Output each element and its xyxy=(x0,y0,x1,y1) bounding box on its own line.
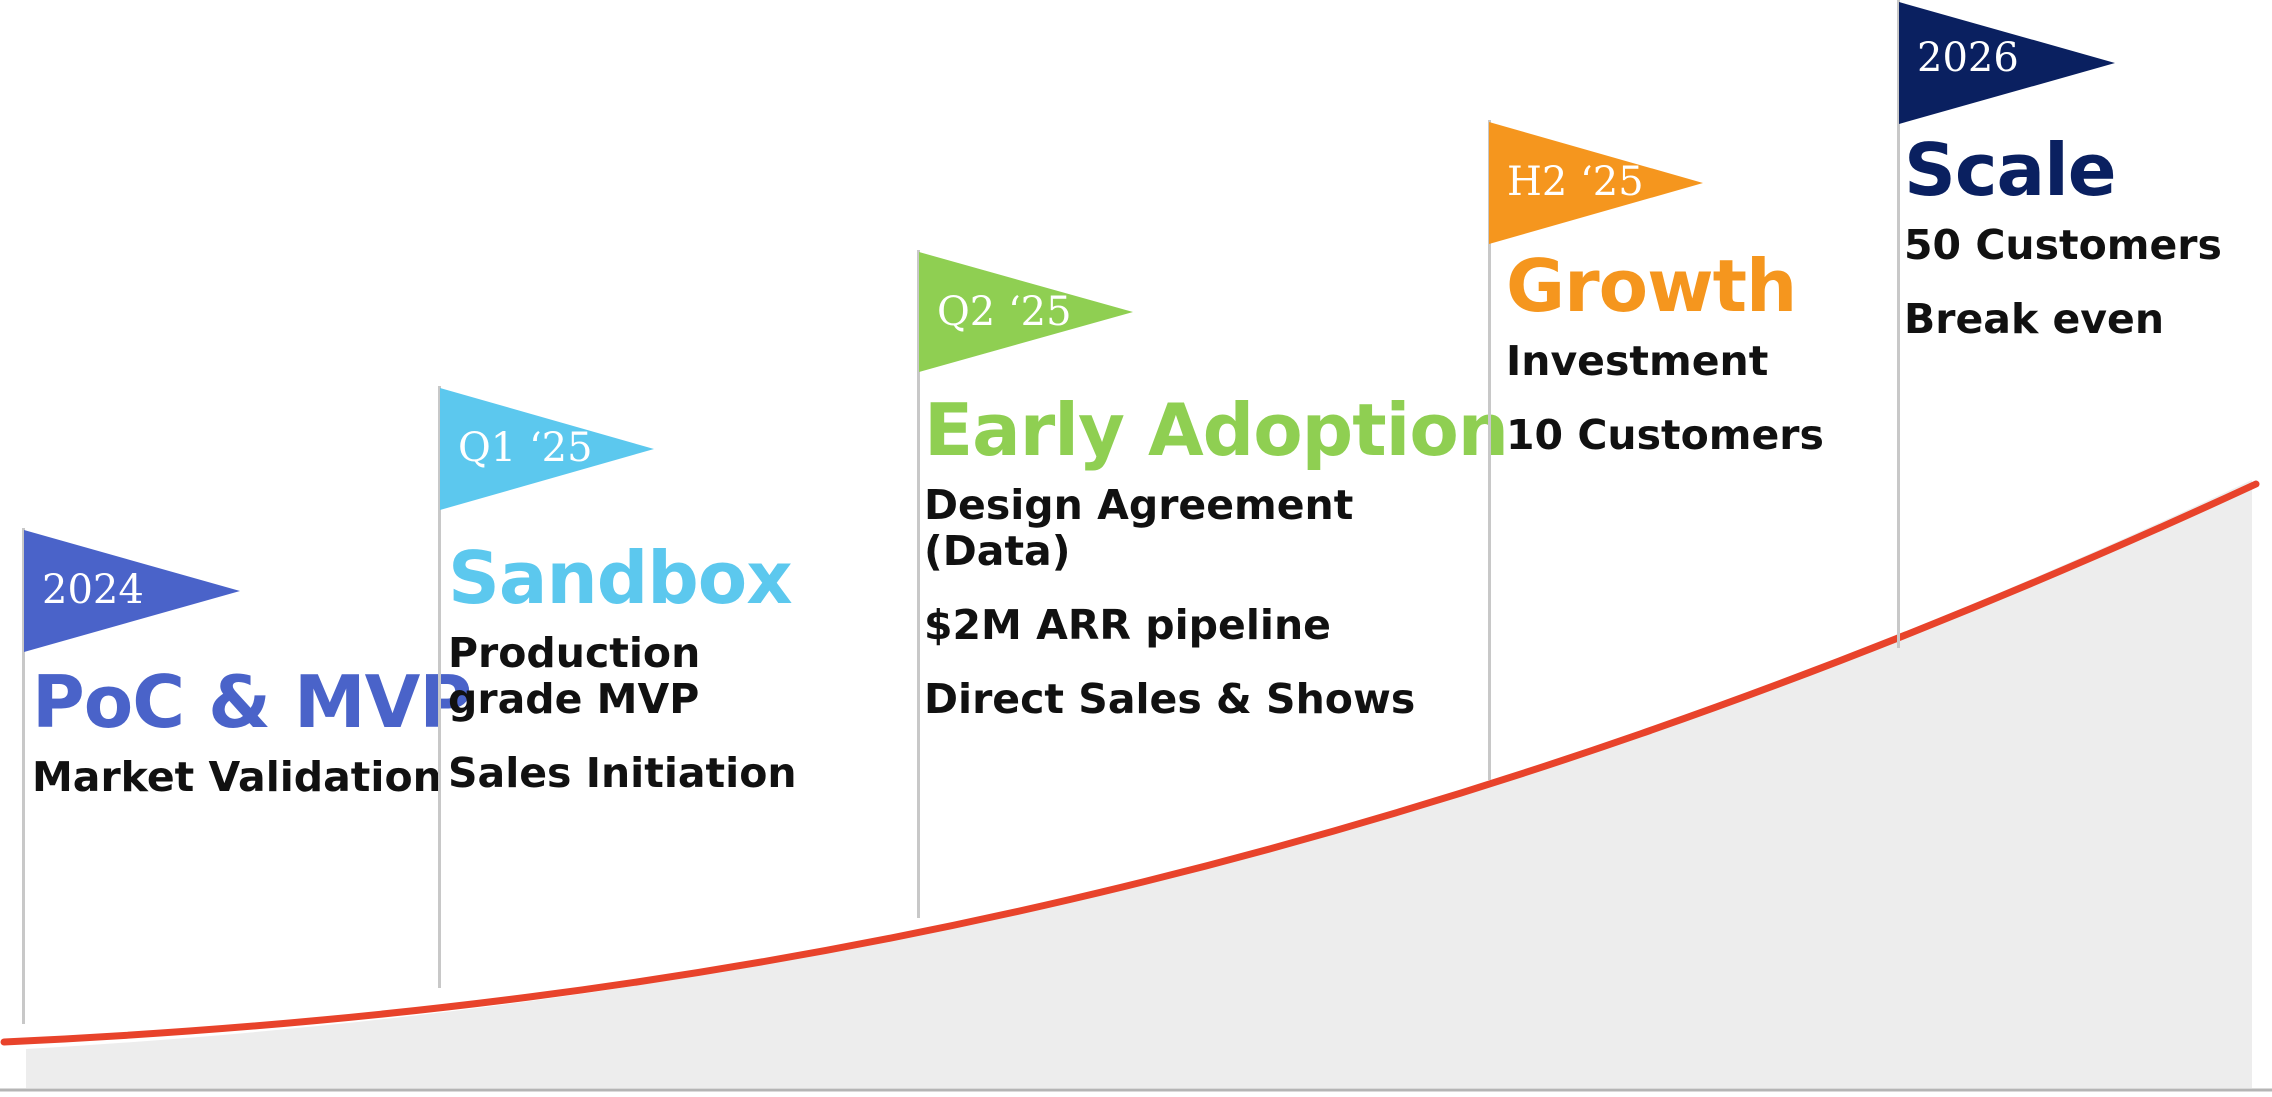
stage-title: PoC & MVP xyxy=(32,660,472,744)
stage-title: Scale xyxy=(1904,128,2117,212)
stage-item: $2M ARR pipeline xyxy=(924,601,1331,649)
pennant-shape xyxy=(919,252,1133,372)
stage-item: Design Agreement (Data) xyxy=(924,481,1354,575)
stage-title: Early Adoption xyxy=(924,388,1509,472)
stage-item: Production grade MVP xyxy=(448,629,701,723)
flag-pole-q2-25 xyxy=(917,250,920,918)
stage-sandbox: Sandbox Production grade MVP Sales Initi… xyxy=(448,536,868,824)
flag-period-label: Q2 ‘25 xyxy=(937,289,1072,335)
stage-item: Sales Initiation xyxy=(448,749,797,797)
stage-title: Growth xyxy=(1506,244,1797,328)
growth-area-fill xyxy=(26,480,2252,1088)
stage-item: 10 Customers xyxy=(1506,411,1824,459)
flag-pole-2024 xyxy=(22,528,25,1024)
stage-items: Production grade MVP Sales Initiation xyxy=(448,630,868,796)
stage-item: Market Validation xyxy=(32,753,442,801)
flag-pole-h2-25 xyxy=(1488,120,1491,780)
flag-pole-q1-25 xyxy=(438,386,441,988)
flag-q2-25: Q2 ‘25 xyxy=(919,252,1133,374)
flag-period-label: Q1 ‘25 xyxy=(458,425,593,471)
stage-items: Design Agreement (Data) $2M ARR pipeline… xyxy=(924,482,1484,722)
flag-h2-25: H2 ‘25 xyxy=(1489,122,1703,244)
pennant-shape xyxy=(440,388,654,510)
flag-period-label: H2 ‘25 xyxy=(1507,159,1644,205)
flag-period-label: 2024 xyxy=(42,567,144,613)
growth-curve-line xyxy=(0,480,2260,1046)
pennant-shape xyxy=(1899,2,2115,124)
pennant-shape xyxy=(1489,122,1703,244)
stage-title: Sandbox xyxy=(448,536,793,620)
stage-early-adoption: Early Adoption Design Agreement (Data) $… xyxy=(924,388,1509,750)
stage-item: 50 Customers xyxy=(1904,221,2222,269)
stage-item: Investment xyxy=(1506,337,1769,385)
stage-items: 50 Customers Break even xyxy=(1904,222,2244,342)
flag-pole-2026 xyxy=(1897,0,1900,648)
stage-items: Investment 10 Customers xyxy=(1506,338,1866,458)
stage-growth: Growth Investment 10 Customers xyxy=(1506,244,1866,486)
stage-item: Direct Sales & Shows xyxy=(924,675,1416,723)
pennant-shape xyxy=(24,530,240,652)
flag-period-label: 2026 xyxy=(1917,35,2019,81)
stage-scale: Scale 50 Customers Break even xyxy=(1904,128,2244,370)
flag-q1-25: Q1 ‘25 xyxy=(440,388,654,510)
flag-2024: 2024 xyxy=(24,530,240,652)
stage-items: Market Validation xyxy=(32,754,442,800)
stage-poc-mvp: PoC & MVP Market Validation xyxy=(32,660,472,828)
flag-2026: 2026 xyxy=(1899,2,2115,124)
stage-item: Break even xyxy=(1904,295,2165,343)
